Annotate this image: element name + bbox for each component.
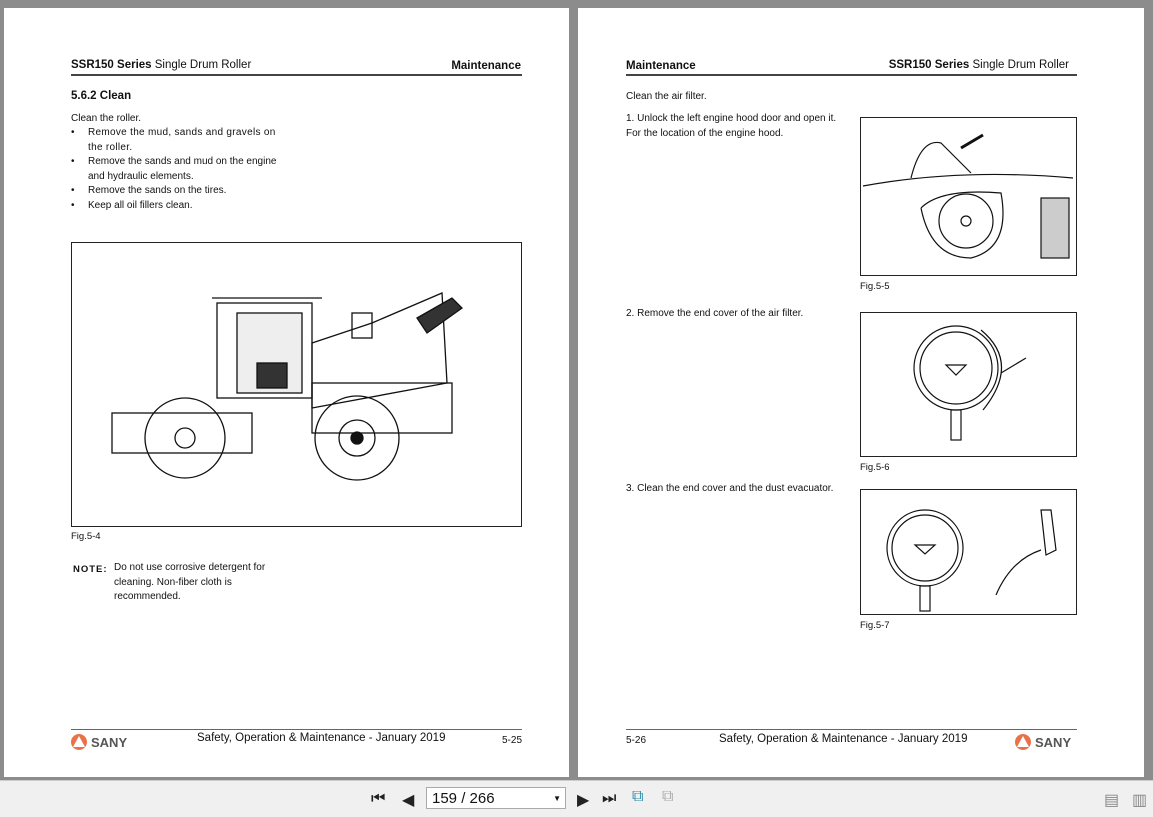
prev-page-icon[interactable]: ◀ <box>402 792 415 809</box>
end-cover-illustration <box>886 509 1057 612</box>
intro-text: Clean the roller. <box>71 113 142 124</box>
bullet-list: •Remove the mud, sands and gravels on th… <box>71 126 291 213</box>
right-page: Maintenance SSR150 Series Single Drum Ro… <box>578 8 1144 777</box>
first-page-icon[interactable]: ⏮ <box>371 790 386 807</box>
figure-caption: Fig.5-6 <box>860 462 890 473</box>
last-page-icon[interactable]: ⏭ <box>602 790 617 807</box>
go-back-view-icon[interactable]: ⧉ <box>632 788 644 805</box>
footer-rule <box>626 729 1077 730</box>
bullet-item: •Remove the sands and mud on the engine … <box>71 156 277 182</box>
header-rule <box>71 74 522 76</box>
page-number: 5-26 <box>626 735 647 746</box>
bullet-item: •Remove the mud, sands and gravels on th… <box>71 127 276 153</box>
continuous-view-icon[interactable]: ▥ <box>1132 792 1148 809</box>
sany-logo: SANY <box>1014 733 1071 751</box>
step-text: 3. Clean the end cover and the dust evac… <box>626 483 834 494</box>
intro-text: Clean the air filter. <box>626 91 707 102</box>
roller-illustration <box>111 292 464 481</box>
chevron-down-icon: ▼ <box>553 794 561 803</box>
footer-text: Safety, Operation & Maintenance - Januar… <box>719 733 968 745</box>
bullet-item: •Keep all oil fillers clean. <box>71 199 193 211</box>
go-forward-view-icon[interactable]: ⧉ <box>662 788 674 805</box>
air-filter-illustration <box>913 325 1027 441</box>
roller-figure <box>71 242 522 527</box>
figure-caption: Fig.5-7 <box>860 620 890 631</box>
header-section: Maintenance <box>451 60 521 72</box>
single-page-view-icon[interactable]: ▤ <box>1104 792 1120 809</box>
header-title: SSR150 Series Single Drum Roller <box>888 59 1069 71</box>
step-text: 1. Unlock the left engine hood door and … <box>626 113 837 139</box>
engine-hood-figure <box>860 117 1077 276</box>
figure-caption: Fig.5-5 <box>860 281 890 292</box>
engine-hood-illustration <box>862 133 1074 259</box>
left-page: SSR150 Series Single Drum Roller Mainten… <box>4 8 569 777</box>
note-text: Do not use corrosive detergent for clean… <box>114 562 266 602</box>
header-section: Maintenance <box>626 60 696 72</box>
note-label: NOTE: <box>73 564 108 575</box>
section-heading: 5.6.2 Clean <box>71 90 132 102</box>
sany-logo-icon <box>71 734 87 750</box>
header-title: SSR150 Series Single Drum Roller <box>71 59 252 71</box>
page-number-select[interactable]: 159 / 266 ▼ <box>426 787 566 809</box>
page-number: 5-25 <box>502 735 523 746</box>
footer-text: Safety, Operation & Maintenance - Januar… <box>197 732 446 744</box>
sany-logo: SANY <box>70 733 127 751</box>
figure-caption: Fig.5-4 <box>71 531 101 542</box>
next-page-icon[interactable]: ▶ <box>577 792 590 809</box>
air-filter-figure <box>860 312 1077 457</box>
header-rule <box>626 74 1077 76</box>
end-cover-figure <box>860 489 1077 615</box>
step-text: 2. Remove the end cover of the air filte… <box>626 308 804 319</box>
viewer-toolbar: ⏮ ◀ 159 / 266 ▼ ▶ ⏭ ⧉ ⧉ ▤ ▥ <box>0 780 1153 817</box>
footer-rule <box>71 729 522 730</box>
sany-logo-icon <box>1015 734 1031 750</box>
bullet-item: •Remove the sands on the tires. <box>71 185 227 196</box>
